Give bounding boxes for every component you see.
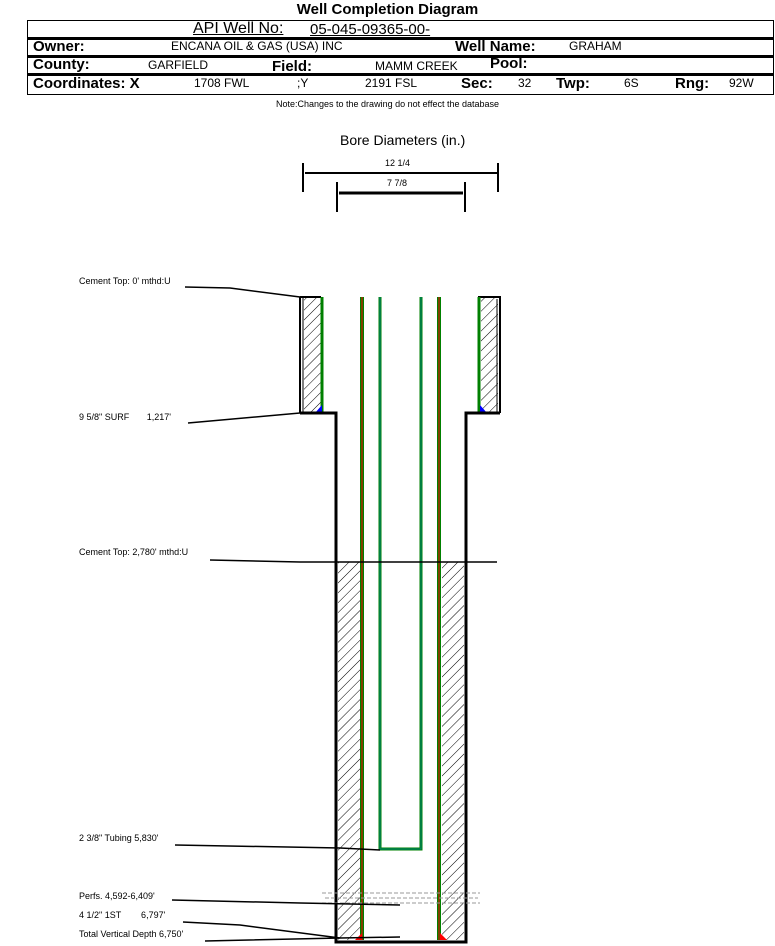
- county-label: County:: [33, 56, 90, 73]
- well-name-label: Well Name:: [455, 38, 536, 55]
- bore-diameters-title: Bore Diameters (in.): [340, 132, 466, 148]
- production-hole: [300, 411, 500, 944]
- sec-label: Sec:: [461, 75, 493, 92]
- bore-outer-label: 12 1/4: [385, 158, 411, 168]
- county-value: GARFIELD: [148, 58, 209, 72]
- y-value: 2191 FSL: [365, 76, 418, 90]
- well-name-value: GRAHAM: [569, 39, 622, 53]
- leader-lines: [171, 286, 497, 942]
- total-depth-label: Total Vertical Depth 6,750': [79, 929, 184, 939]
- divider: [27, 55, 773, 58]
- production-cement-left: [338, 562, 360, 940]
- disclaimer-note: Note:Changes to the drawing do not effec…: [276, 99, 499, 109]
- divider: [27, 73, 773, 76]
- production-casing-label: 4 1/2" 1ST 6,797': [79, 910, 166, 920]
- perfs-label: Perfs. 4,592-6,409': [79, 891, 155, 901]
- production-shoe-right: [440, 933, 447, 940]
- surface-shoe-right: [480, 405, 487, 413]
- coordinates-label: Coordinates: X: [33, 75, 140, 92]
- tubing: [378, 297, 423, 851]
- bore-dimension-inner: [336, 182, 466, 212]
- x-value: 1708 FWL: [194, 76, 250, 90]
- bore-dimension-outer: [302, 163, 499, 192]
- rng-value: 92W: [729, 76, 754, 90]
- surface-shoe-left: [315, 405, 322, 413]
- cement-top-surface-label: Cement Top: 0' mthd:U: [79, 276, 171, 286]
- production-cement-right: [442, 562, 464, 940]
- surface-cement-left: [304, 297, 321, 413]
- twp-value: 6S: [624, 76, 639, 90]
- owner-value: ENCANA OIL & GAS (USA) INC: [171, 39, 343, 53]
- rng-label: Rng:: [675, 75, 710, 92]
- surface-casing-label: 9 5/8" SURF 1,217': [79, 412, 171, 422]
- owner-label: Owner:: [33, 38, 85, 55]
- field-value: MAMM CREEK: [375, 59, 458, 73]
- page-title: Well Completion Diagram: [296, 1, 479, 18]
- cement-top-production-label: Cement Top: 2,780' mthd:U: [79, 547, 189, 557]
- tubing-label: 2 3/8" Tubing 5,830': [79, 833, 159, 843]
- surface-cement-right: [481, 297, 498, 413]
- api-value: 05-045-09365-00-: [310, 21, 431, 38]
- field-label: Field:: [272, 58, 312, 75]
- pool-label: Pool:: [490, 55, 528, 72]
- sec-value: 32: [518, 76, 532, 90]
- api-label: API Well No:: [193, 20, 284, 37]
- bore-inner-label: 7 7/8: [387, 178, 408, 188]
- perforations: [322, 892, 480, 904]
- y-label: ;Y: [297, 76, 309, 90]
- twp-label: Twp:: [556, 75, 590, 92]
- divider: [27, 37, 773, 40]
